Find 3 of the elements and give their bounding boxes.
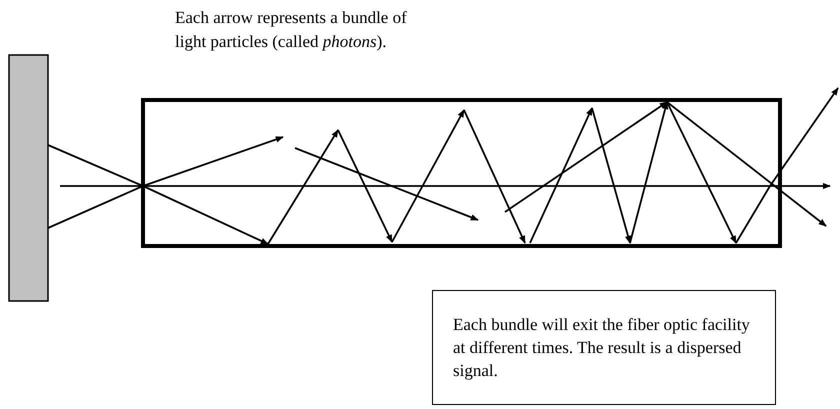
text-box — [432, 290, 776, 405]
note-text: Each bundle will exit the fiber optic facility at different times. The result is a dispersed signal. — [453, 314, 751, 382]
note-text: Each arrow represents a bundle of light particles (called photons). — [175, 7, 408, 53]
